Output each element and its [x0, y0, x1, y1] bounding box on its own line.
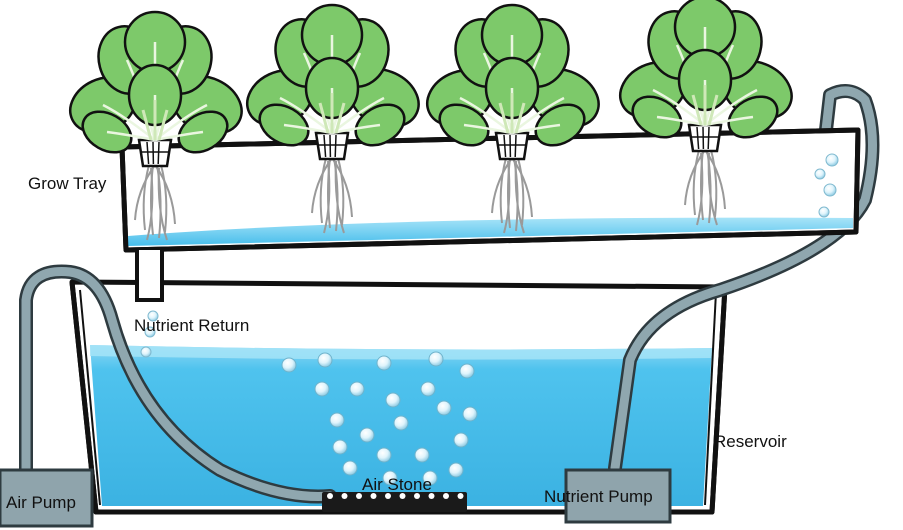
grow-tray [119, 127, 861, 302]
bubble [436, 400, 452, 416]
bubble [281, 357, 297, 373]
bubble [428, 351, 444, 367]
air-stone-hole [341, 493, 348, 499]
air-pump-label: Air Pump [6, 493, 76, 512]
lettuce-leaves [619, 0, 793, 139]
air-stone-label: Air Stone [362, 475, 432, 494]
air-stone-hole [399, 493, 406, 499]
lettuce-leaves [426, 3, 600, 147]
bubble [453, 432, 469, 448]
bubble [462, 406, 478, 422]
bubble [420, 381, 436, 397]
plants [69, 0, 793, 241]
air-stone-hole [457, 493, 464, 499]
air-stone-hole [327, 493, 333, 499]
tray-water [128, 217, 853, 246]
air-stone [322, 492, 467, 512]
reservoir-label: Reservoir [714, 432, 787, 451]
net-pot [314, 131, 350, 161]
plant-3 [426, 3, 600, 234]
bubble [359, 427, 375, 443]
bubble [422, 470, 438, 486]
net-pot [687, 123, 723, 153]
plant-4 [619, 0, 793, 226]
air-stone-hole [414, 493, 420, 499]
roots [311, 157, 353, 234]
air-stone-hole [443, 493, 449, 499]
grow-tray-label: Grow Tray [28, 174, 107, 193]
roots [134, 164, 176, 241]
net-pot [494, 131, 530, 161]
plant-2 [246, 3, 420, 234]
bubble [393, 415, 409, 431]
air-pump [0, 468, 94, 528]
plant-1 [69, 10, 243, 241]
bubble [329, 412, 345, 428]
nutrient-pump [564, 468, 672, 524]
lettuce-leaves [69, 10, 243, 154]
roots [491, 157, 533, 234]
roots [684, 149, 726, 226]
bubble [448, 462, 464, 478]
lettuce-leaves [246, 3, 420, 147]
bubble [414, 447, 430, 463]
bubble [376, 447, 392, 463]
bubble [317, 352, 333, 368]
nutrient-return-pipe [135, 250, 164, 302]
return-drips [140, 310, 159, 358]
bubble [376, 355, 392, 371]
nutrient-return-label: Nutrient Return [134, 316, 249, 335]
air-stone-hole [370, 493, 377, 499]
bubble [349, 381, 365, 397]
air-stone-hole [385, 493, 391, 499]
bubble [314, 381, 330, 397]
net-pot [137, 138, 173, 168]
bubble [385, 392, 401, 408]
bubble [382, 470, 398, 486]
air-stone-hole [356, 493, 362, 499]
bubble [459, 363, 475, 379]
nutrient-pump-label: Nutrient Pump [544, 487, 653, 506]
inflow-bubbles [814, 153, 839, 218]
air-bubbles [281, 351, 478, 486]
air-stone-hole [428, 493, 435, 499]
bubble [342, 460, 358, 476]
bubble [332, 439, 348, 455]
